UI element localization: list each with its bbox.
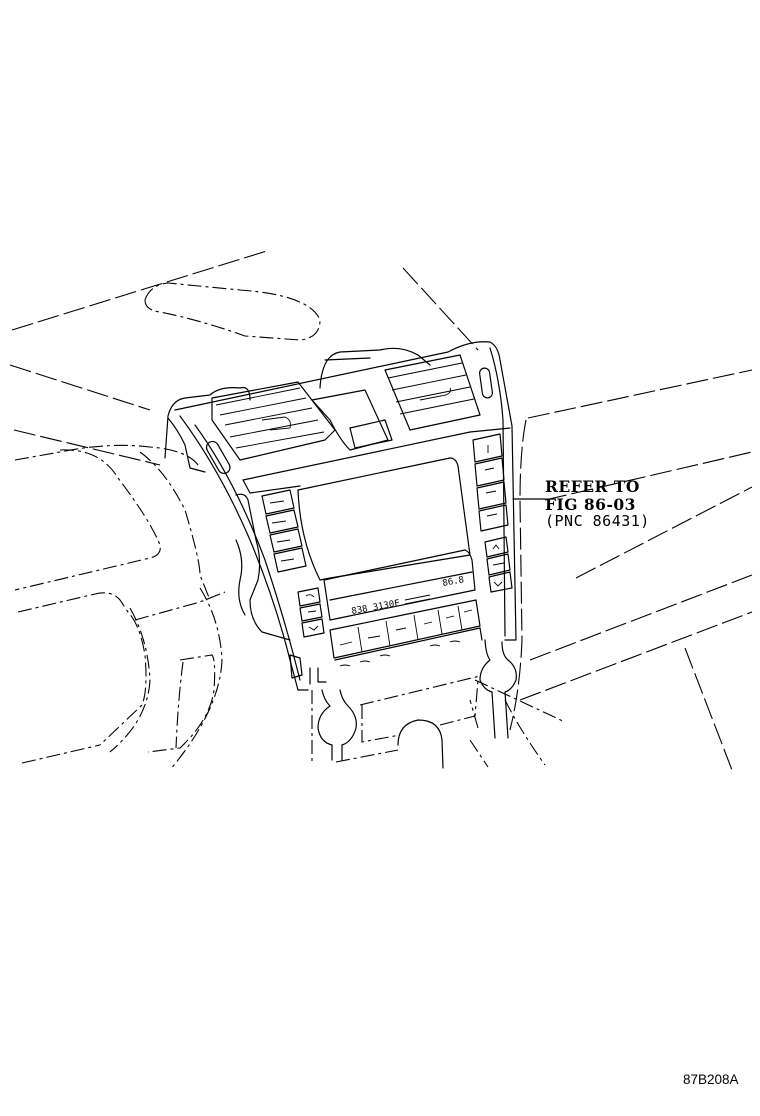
center-console-outline bbox=[311, 639, 566, 769]
left-button-column bbox=[261, 489, 325, 638]
refer-to-callout: REFER TO FIG 86-03 (PNC 86431) bbox=[545, 478, 650, 531]
rear-bracket bbox=[235, 493, 327, 685]
bottom-button-row bbox=[329, 599, 483, 667]
right-button-column bbox=[472, 433, 513, 593]
climate-display: 86.8 838 3130F bbox=[323, 549, 476, 621]
left-dash-outline bbox=[14, 444, 226, 771]
upper-dash-outline bbox=[9, 249, 479, 466]
temp-right-readout: 86.8 bbox=[442, 575, 465, 589]
callout-line-refer-to: REFER TO bbox=[545, 477, 640, 496]
navigation-screen bbox=[297, 457, 471, 581]
callout-line-figure: FIG 86-03 bbox=[545, 494, 636, 514]
center-stack-bezel bbox=[164, 341, 517, 691]
illustration-reference-code: 87B208A bbox=[683, 1072, 739, 1087]
temp-left-readout: 838 3130F bbox=[351, 599, 401, 617]
callout-line-pnc: (PNC 86431) bbox=[545, 512, 650, 530]
right-dash-outline bbox=[509, 369, 753, 771]
